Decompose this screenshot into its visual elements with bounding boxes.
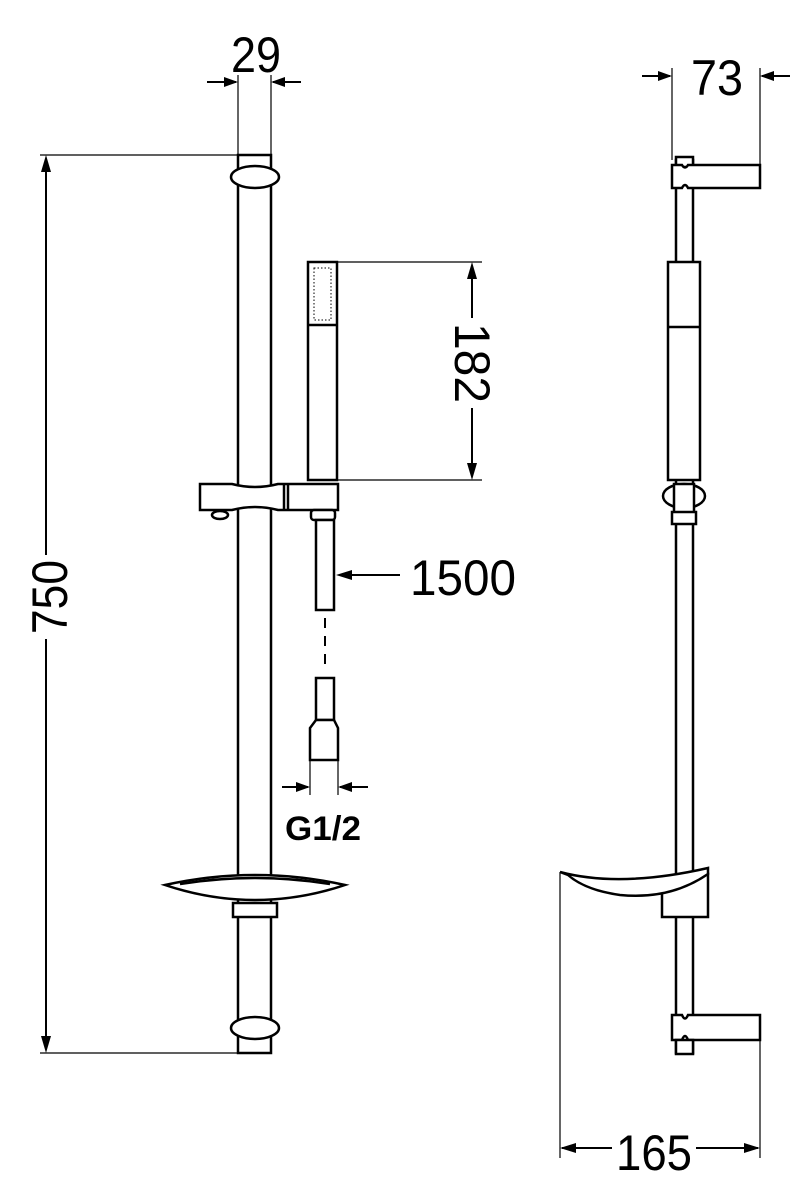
dimension-rail-diameter: 29	[207, 27, 301, 155]
dimension-soap-dish-projection: 165	[559, 872, 761, 1181]
top-wall-bracket	[229, 164, 281, 190]
side-soap-dish	[559, 866, 710, 919]
side-bottom-bracket	[670, 1013, 762, 1056]
handshower-length-label: 182	[444, 323, 500, 403]
dimension-hose-length: 1500	[336, 550, 516, 606]
side-view	[559, 155, 762, 1056]
wall-projection-label: 73	[691, 50, 743, 106]
handshower	[306, 260, 339, 482]
hose-length-label: 1500	[410, 550, 516, 606]
rail-diameter-label: 29	[231, 27, 281, 83]
slide-rail	[236, 153, 273, 1055]
bottom-wall-bracket	[229, 1015, 281, 1041]
side-top-bracket	[670, 155, 762, 190]
dimension-wall-projection: 73	[642, 50, 790, 165]
slider-holder	[198, 482, 340, 522]
dimension-connection-thread: G1/2	[282, 760, 368, 848]
connection-thread-label: G1/2	[285, 810, 361, 848]
soap-dish	[160, 873, 350, 919]
side-handshower	[666, 260, 702, 482]
hose	[308, 518, 340, 762]
dimension-rail-length: 750	[22, 154, 238, 1054]
soap-dish-projection-label: 165	[616, 1125, 692, 1181]
rail-length-label: 750	[22, 560, 78, 634]
side-slider-holder	[661, 482, 707, 526]
front-view	[160, 153, 350, 1055]
dimension-handshower-length: 182	[337, 261, 500, 481]
